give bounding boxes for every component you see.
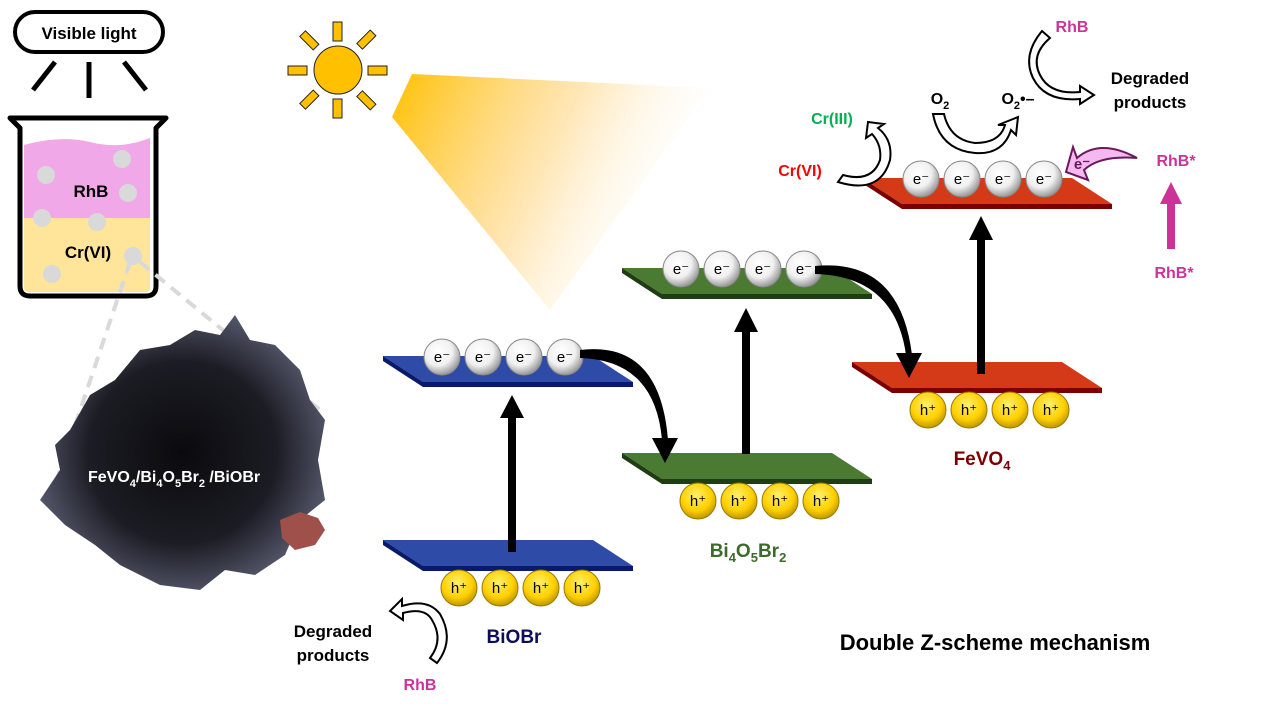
hole-ball: h⁺ bbox=[481, 569, 519, 607]
electron-ball: e⁻ bbox=[1025, 160, 1063, 198]
svg-text:e⁻: e⁻ bbox=[557, 349, 573, 366]
beaker-rhb-label: RhB bbox=[74, 182, 109, 201]
svg-text:e⁻: e⁻ bbox=[995, 171, 1011, 188]
crvi-label: Cr(VI) bbox=[778, 163, 822, 180]
hole-ball: h⁺ bbox=[679, 482, 717, 520]
rhb-degradation-arrow-bottom bbox=[388, 596, 448, 665]
svg-text:e⁻: e⁻ bbox=[475, 349, 491, 366]
electron-ball: e⁻ bbox=[546, 338, 584, 376]
excitation-arrow-biobr bbox=[500, 395, 524, 552]
electron-injection-arrow bbox=[1064, 143, 1138, 182]
oxygen-reduction-arrow bbox=[931, 113, 1020, 155]
excitation-arrow-fevo4 bbox=[969, 216, 993, 374]
svg-text:h⁺: h⁺ bbox=[920, 402, 936, 419]
hole-ball: h⁺ bbox=[563, 569, 601, 607]
valence-band-fevo4 bbox=[852, 362, 1102, 393]
cr-reduction-arrow bbox=[836, 120, 892, 187]
degraded-products-bottom-line2: products bbox=[297, 646, 370, 665]
catalyst-particle-image bbox=[40, 315, 325, 590]
bi4o5br2-label: Bi4O5Br2 bbox=[710, 541, 787, 565]
criii-label: Cr(III) bbox=[811, 111, 853, 128]
degraded-products-top-line2: products bbox=[1114, 93, 1187, 112]
transfer-arrow-bi4o5br2-to-fevo4 bbox=[815, 265, 912, 355]
svg-text:h⁺: h⁺ bbox=[690, 493, 706, 510]
injected-electron-label: e⁻ bbox=[1074, 156, 1090, 173]
svg-text:h⁺: h⁺ bbox=[772, 493, 788, 510]
svg-text:h⁺: h⁺ bbox=[1002, 402, 1018, 419]
svg-text:e⁻: e⁻ bbox=[1036, 171, 1052, 188]
electron-ball: e⁻ bbox=[505, 338, 543, 376]
hole-ball: h⁺ bbox=[522, 569, 560, 607]
excitation-arrow-rhb bbox=[1160, 182, 1182, 249]
catalyst-label: FeVO4/Bi4O5Br2 /BiOBr bbox=[88, 469, 260, 490]
degraded-products-bottom-line1: Degraded bbox=[294, 622, 372, 641]
rhb-bottom-label: RhB bbox=[404, 677, 437, 694]
svg-text:e⁻: e⁻ bbox=[673, 261, 689, 278]
svg-text:e⁻: e⁻ bbox=[516, 349, 532, 366]
hole-ball: h⁺ bbox=[991, 391, 1029, 429]
hole-ball: h⁺ bbox=[1032, 391, 1070, 429]
svg-text:h⁺: h⁺ bbox=[451, 580, 467, 597]
degraded-products-top-line1: Degraded bbox=[1111, 69, 1189, 88]
electron-ball: e⁻ bbox=[744, 250, 782, 288]
hole-ball: h⁺ bbox=[909, 391, 947, 429]
fevo4-label: FeVO4 bbox=[954, 449, 1012, 473]
svg-text:e⁻: e⁻ bbox=[913, 171, 929, 188]
hole-ball: h⁺ bbox=[802, 482, 840, 520]
electron-ball: e⁻ bbox=[984, 160, 1022, 198]
band-structure: e⁻ e⁻ e⁻ e⁻ h⁺ h⁺ h⁺ h⁺ e⁻ e⁻ e⁻ e⁻ h⁺ h⁺ h⁺ h⁺ e⁻ e⁻ e⁻ e⁻… bbox=[383, 160, 1112, 607]
rhb-excited-label: RhB* bbox=[1156, 153, 1196, 170]
svg-text:h⁺: h⁺ bbox=[574, 580, 590, 597]
svg-text:h⁺: h⁺ bbox=[492, 580, 508, 597]
electron-ball: e⁻ bbox=[464, 338, 502, 376]
rhb-top-label: RhB bbox=[1056, 19, 1089, 36]
visible-light-label: Visible light bbox=[41, 24, 136, 43]
electron-ball: e⁻ bbox=[662, 250, 700, 288]
hole-ball: h⁺ bbox=[720, 482, 758, 520]
svg-text:e⁻: e⁻ bbox=[434, 349, 450, 366]
o2-label: O2 bbox=[931, 91, 950, 112]
svg-text:e⁻: e⁻ bbox=[755, 261, 771, 278]
biobr-label: BiOBr bbox=[487, 627, 543, 648]
hole-ball: h⁺ bbox=[761, 482, 799, 520]
rhb-ground-label: RhB* bbox=[1154, 265, 1194, 282]
diagram-title: Double Z-scheme mechanism bbox=[840, 630, 1151, 655]
hole-ball: h⁺ bbox=[950, 391, 988, 429]
hole-ball: h⁺ bbox=[440, 569, 478, 607]
light-beam bbox=[392, 74, 710, 310]
electron-ball: e⁻ bbox=[703, 250, 741, 288]
beaker-crvi-label: Cr(VI) bbox=[65, 243, 111, 262]
svg-text:e⁻: e⁻ bbox=[954, 171, 970, 188]
visible-light-label-box: Visible light bbox=[13, 10, 165, 54]
beaker-icon bbox=[7, 115, 169, 299]
svg-text:h⁺: h⁺ bbox=[813, 493, 829, 510]
electron-ball: e⁻ bbox=[943, 160, 981, 198]
valence-band-biobr bbox=[383, 540, 633, 571]
svg-text:h⁺: h⁺ bbox=[961, 402, 977, 419]
light-rays-icon bbox=[31, 60, 148, 98]
electron-ball: e⁻ bbox=[785, 250, 823, 288]
electron-ball: e⁻ bbox=[902, 160, 940, 198]
rhb-degradation-arrow-top bbox=[1028, 29, 1096, 106]
valence-band-bi4o5br2 bbox=[622, 453, 872, 484]
svg-text:h⁺: h⁺ bbox=[1043, 402, 1059, 419]
superoxide-label: O2•– bbox=[1001, 91, 1034, 112]
svg-text:h⁺: h⁺ bbox=[533, 580, 549, 597]
electron-transfer-arrows bbox=[580, 265, 922, 463]
svg-text:e⁻: e⁻ bbox=[714, 261, 730, 278]
svg-text:e⁻: e⁻ bbox=[796, 261, 812, 278]
sun-icon bbox=[287, 21, 388, 119]
svg-text:h⁺: h⁺ bbox=[731, 493, 747, 510]
excitation-arrows bbox=[500, 216, 993, 552]
excitation-arrow-bi4o5br2 bbox=[734, 308, 758, 454]
transfer-arrow-biobr-to-bi4o5br2 bbox=[580, 349, 668, 440]
electron-ball: e⁻ bbox=[423, 338, 461, 376]
